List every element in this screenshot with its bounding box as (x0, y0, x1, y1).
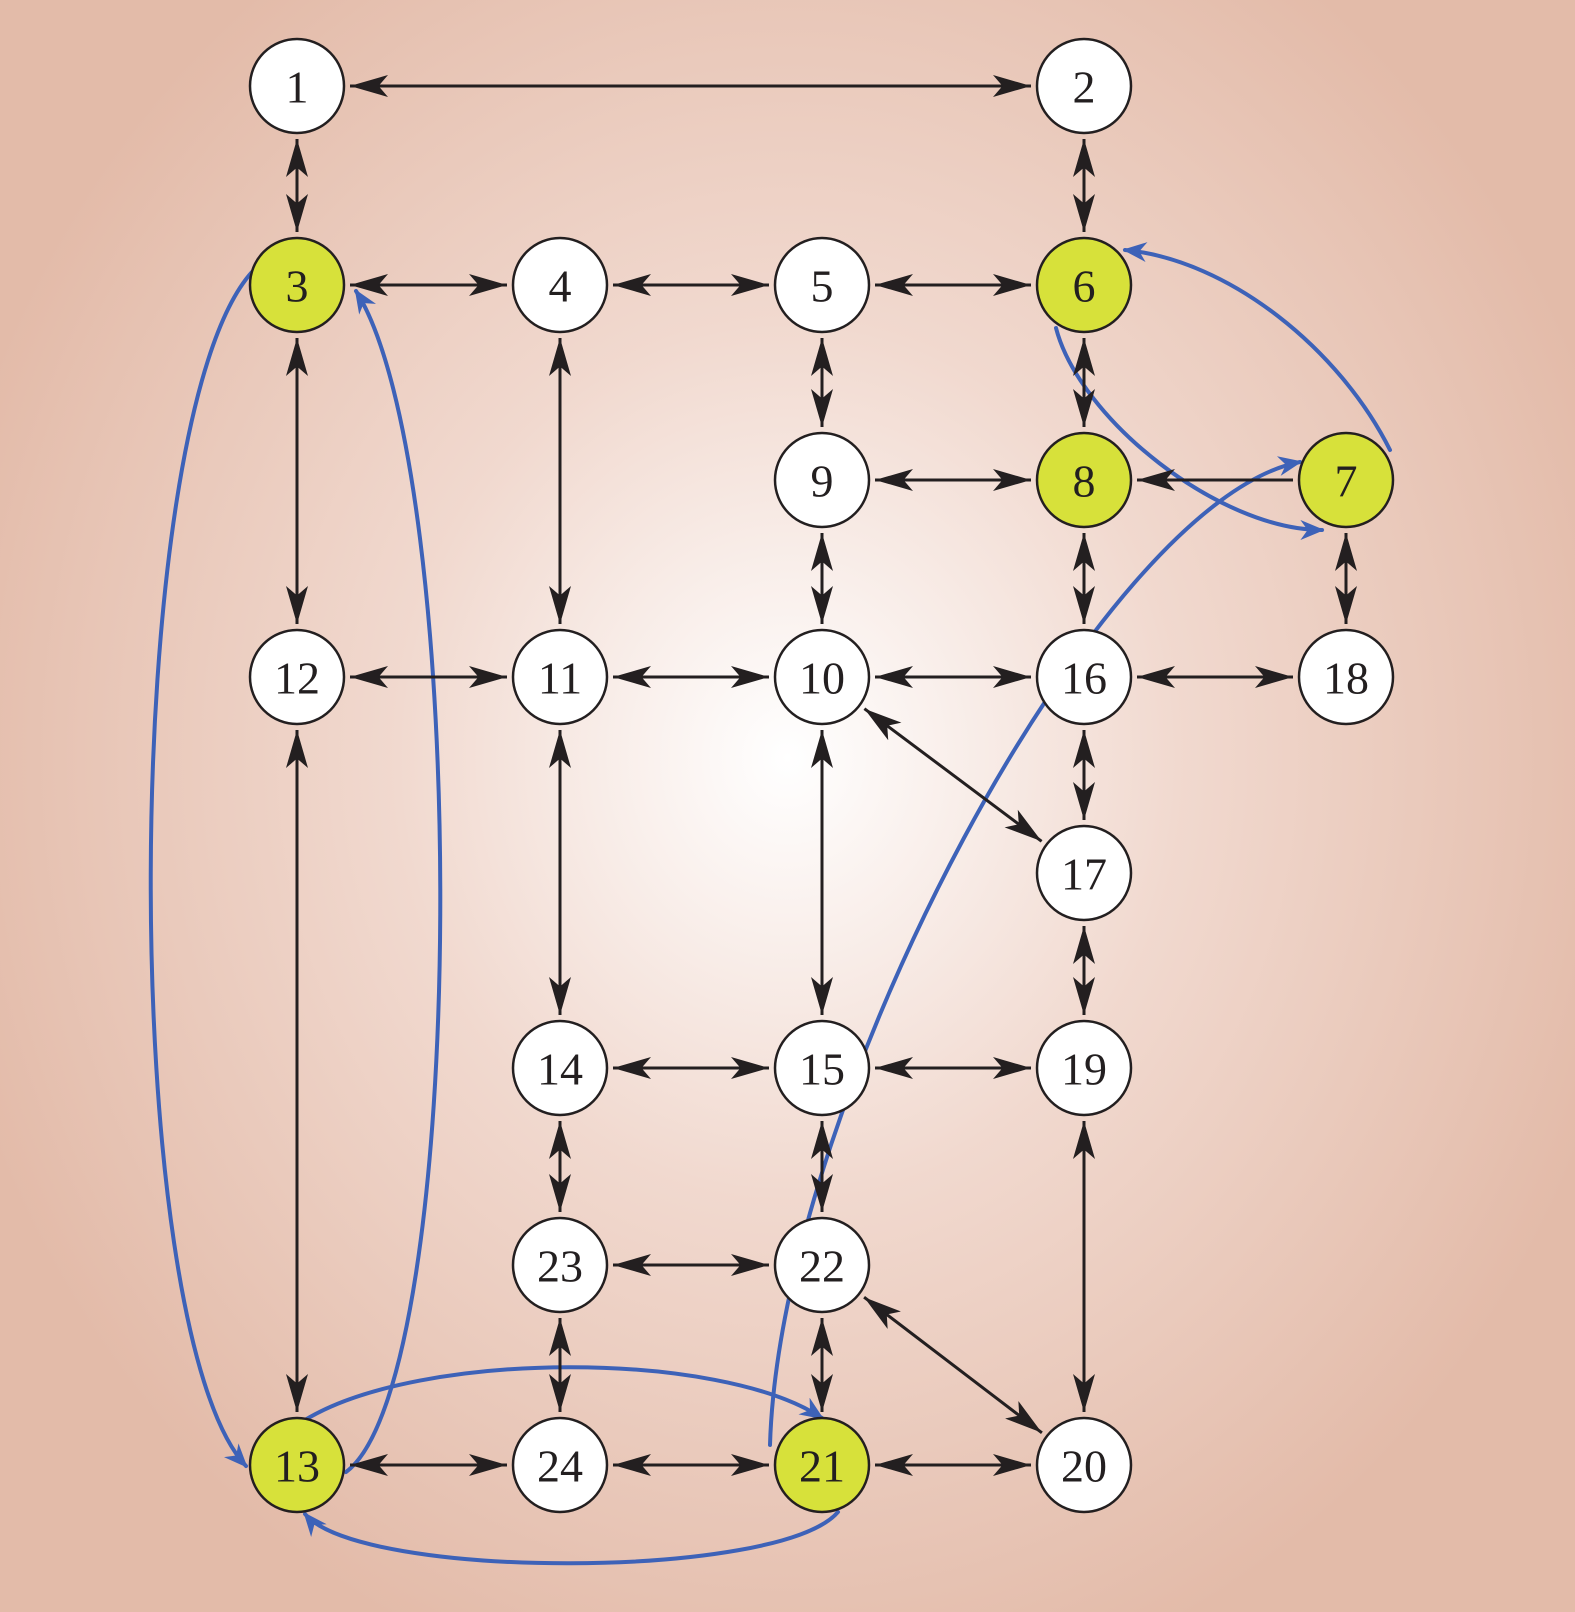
node-circle (511, 628, 609, 726)
edge-22-20 (863, 1296, 1043, 1434)
node-circle (1297, 628, 1395, 726)
node-label: 24 (537, 1441, 583, 1492)
edge-10-17 (863, 707, 1043, 843)
route-7-to-6 (1122, 242, 1392, 452)
node-label: 4 (549, 261, 572, 312)
node-7: 7 (1297, 431, 1395, 529)
node-circle (1035, 824, 1133, 922)
node-3: 3 (248, 236, 346, 334)
node-6: 6 (1035, 236, 1133, 334)
node-label: 15 (799, 1044, 845, 1095)
node-label: 6 (1073, 261, 1096, 312)
node-label: 1 (286, 62, 309, 113)
node-label: 7 (1335, 456, 1358, 507)
node-14: 14 (511, 1019, 609, 1117)
node-11: 11 (511, 628, 609, 726)
node-13: 13 (248, 1416, 346, 1514)
node-circle (773, 1216, 871, 1314)
node-label: 16 (1061, 653, 1107, 704)
node-circle (1035, 1416, 1133, 1514)
node-circle (1035, 628, 1133, 726)
route-13-to-3 (344, 288, 443, 1474)
node-label: 10 (799, 653, 845, 704)
node-circle (773, 628, 871, 726)
node-2: 2 (1035, 37, 1133, 135)
node-label: 20 (1061, 1441, 1107, 1492)
node-circle (1035, 236, 1133, 334)
route-3-to-13 (148, 270, 254, 1468)
node-label: 17 (1061, 849, 1107, 900)
node-label: 22 (799, 1241, 845, 1292)
node-label: 21 (799, 1441, 845, 1492)
node-circle (773, 236, 871, 334)
node-label: 9 (811, 456, 834, 507)
node-15: 15 (773, 1019, 871, 1117)
node-4: 4 (511, 236, 609, 334)
node-circle (248, 236, 346, 334)
node-label: 14 (537, 1044, 583, 1095)
node-16: 16 (1035, 628, 1133, 726)
node-circle (511, 1216, 609, 1314)
node-21: 21 (773, 1416, 871, 1514)
node-label: 8 (1073, 456, 1096, 507)
node-20: 20 (1035, 1416, 1133, 1514)
node-circle (1035, 1019, 1133, 1117)
node-circle (1035, 431, 1133, 529)
node-label: 3 (286, 261, 309, 312)
node-circle (1035, 37, 1133, 135)
highlighted-routes (148, 242, 1392, 1566)
node-circle (773, 1019, 871, 1117)
node-12: 12 (248, 628, 346, 726)
node-circle (511, 236, 609, 334)
node-label: 23 (537, 1241, 583, 1292)
node-label: 11 (538, 653, 582, 704)
node-label: 5 (811, 261, 834, 312)
node-label: 12 (274, 653, 320, 704)
node-5: 5 (773, 236, 871, 334)
node-8: 8 (1035, 431, 1133, 529)
node-18: 18 (1297, 628, 1395, 726)
node-label: 18 (1323, 653, 1369, 704)
node-circle (511, 1416, 609, 1514)
node-circle (1297, 431, 1395, 529)
node-circle (248, 1416, 346, 1514)
node-circle (773, 1416, 871, 1514)
node-label: 2 (1073, 62, 1096, 113)
node-23: 23 (511, 1216, 609, 1314)
node-22: 22 (773, 1216, 871, 1314)
node-circle (248, 37, 346, 135)
node-24: 24 (511, 1416, 609, 1514)
node-17: 17 (1035, 824, 1133, 922)
edges (286, 75, 1357, 1476)
node-19: 19 (1035, 1019, 1133, 1117)
node-circle (773, 431, 871, 529)
route-21-to-13 (303, 1510, 840, 1566)
node-9: 9 (773, 431, 871, 529)
node-label: 19 (1061, 1044, 1107, 1095)
node-10: 10 (773, 628, 871, 726)
node-label: 13 (274, 1441, 320, 1492)
route-6-to-7 (1054, 326, 1325, 540)
node-circle (248, 628, 346, 726)
node-1: 1 (248, 37, 346, 135)
node-circle (511, 1019, 609, 1117)
